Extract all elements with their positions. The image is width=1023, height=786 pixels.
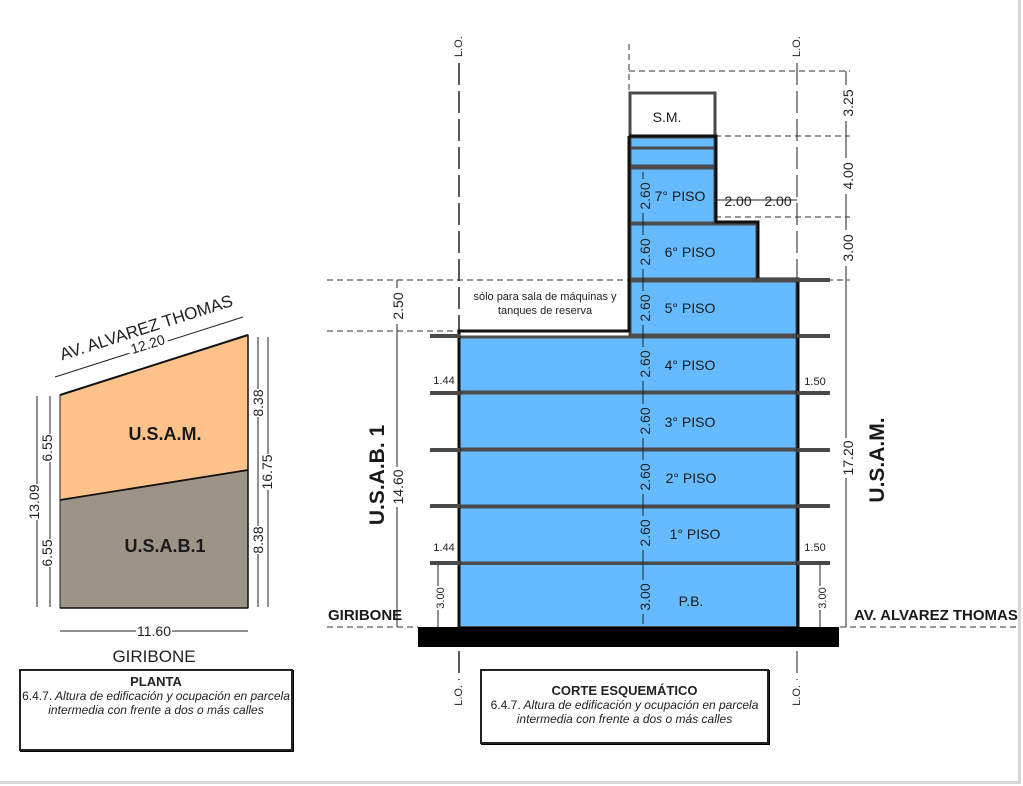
zone-label-left: U.S.A.B. 1 xyxy=(366,425,389,526)
lo-label-bottom-left: L.O. xyxy=(453,685,465,706)
floor-label-3: 3° PISO xyxy=(665,414,716,430)
plan-caption-box: PLANTA 6.4.7. Altura de edificación y oc… xyxy=(19,669,293,751)
plan-street-bottom: GIRIBONE xyxy=(112,647,195,666)
floor-4 xyxy=(457,335,799,394)
dim-right-top: 3.25 xyxy=(840,89,856,116)
lo-label-top-right: L.O. xyxy=(791,36,803,57)
plan-zone-usab: U.S.A.B.1 xyxy=(124,536,205,556)
lo-label-bottom-right: L.O. xyxy=(791,685,803,706)
floor-5 xyxy=(628,279,799,337)
svg-text:3.00: 3.00 xyxy=(637,583,653,610)
setback-dim-1: 2.00 xyxy=(724,193,751,209)
zone-label-right: U.S.A.M. xyxy=(866,417,889,502)
plan-dim-right-upper: 8.38 xyxy=(250,389,266,416)
section-caption-number: 6.4.7. xyxy=(490,698,521,712)
svg-text:2.60: 2.60 xyxy=(637,407,653,434)
floor-label-2: 2° PISO xyxy=(666,470,717,486)
floor-1 xyxy=(457,505,799,565)
plan-dim-left-lower: 6.55 xyxy=(39,539,55,566)
floor-label-7: 7° PISO xyxy=(655,188,706,204)
svg-text:2.60: 2.60 xyxy=(637,182,653,209)
dim-left-upper: 2.50 xyxy=(390,292,406,319)
floor-3 xyxy=(457,391,799,451)
section-caption-box: CORTE ESQUEMÁTICO 6.4.7. Altura de edifi… xyxy=(480,669,769,744)
ground-slab xyxy=(418,627,839,647)
plan-caption-text: Altura de edificación y ocupación en par… xyxy=(48,689,290,717)
floor-label-4: 4° PISO xyxy=(665,357,716,373)
floor-label-5: 5° PISO xyxy=(665,300,716,316)
plan-zone-usam: U.S.A.M. xyxy=(128,424,201,444)
section-caption-text: Altura de edificación y ocupación en par… xyxy=(516,698,759,726)
dim-right-low: 3.00 xyxy=(840,234,856,261)
svg-text:2.60: 2.60 xyxy=(637,519,653,546)
street-label-right: AV. ALVAREZ THOMAS xyxy=(854,607,1018,624)
section-view: L.O. L.O. L.O. L.O. S.M. xyxy=(327,36,1020,706)
floor-pb xyxy=(458,563,798,628)
floor-6 xyxy=(628,222,759,281)
street-label-left: GIRIBONE xyxy=(328,607,402,624)
floor-label-1: 1° PISO xyxy=(670,526,721,542)
plan-dim-bottom: 11.60 xyxy=(137,623,171,639)
section-caption-title: CORTE ESQUEMÁTICO xyxy=(551,683,698,698)
lo-label-top-left: L.O. xyxy=(453,36,465,57)
dim-right-total: 17.20 xyxy=(840,440,856,475)
balcony-right-1: 1.50 xyxy=(804,376,825,388)
floor-label-pb: P.B. xyxy=(679,593,704,609)
plan-dim-left-upper: 6.55 xyxy=(39,434,55,461)
setback-dim-2: 2.00 xyxy=(764,193,791,209)
plan-dim-left-total: 13.09 xyxy=(26,484,42,519)
plan-dim-right-lower: 8.38 xyxy=(250,526,266,553)
balcony-left-2: 1.44 xyxy=(433,542,454,554)
note-line-2: tanques de reserva xyxy=(498,305,593,317)
machine-room xyxy=(628,91,717,138)
pb-dim-right: 3.00 xyxy=(817,587,829,608)
floor-2 xyxy=(457,448,799,508)
svg-text:2.60: 2.60 xyxy=(637,463,653,490)
svg-text:2.60: 2.60 xyxy=(637,294,653,321)
dim-right-mid: 4.00 xyxy=(840,162,856,189)
pb-dim-left: 3.00 xyxy=(435,587,447,608)
svg-text:2.60: 2.60 xyxy=(637,350,653,377)
svg-text:2.60: 2.60 xyxy=(637,238,653,265)
floor-height-dims: 2.60 2.60 2.60 2.60 2.60 2.60 2.60 3.00 xyxy=(636,172,653,624)
plan-caption-title: PLANTA xyxy=(130,674,182,689)
balcony-left-1: 1.44 xyxy=(433,375,454,387)
balcony-right-2: 1.50 xyxy=(804,542,825,554)
plan-view: 12.20 AV. ALVAREZ THOMAS 6.55 6.55 13.09… xyxy=(26,291,275,666)
note-line-1: sólo para sala de máquinas y xyxy=(473,291,617,303)
machine-room-label: S.M. xyxy=(653,109,682,125)
plan-dim-right-total: 16.75 xyxy=(259,454,275,489)
dim-left-total: 14.60 xyxy=(390,469,406,504)
plan-caption-number: 6.4.7. xyxy=(22,689,53,703)
floor-label-6: 6° PISO xyxy=(665,244,716,260)
